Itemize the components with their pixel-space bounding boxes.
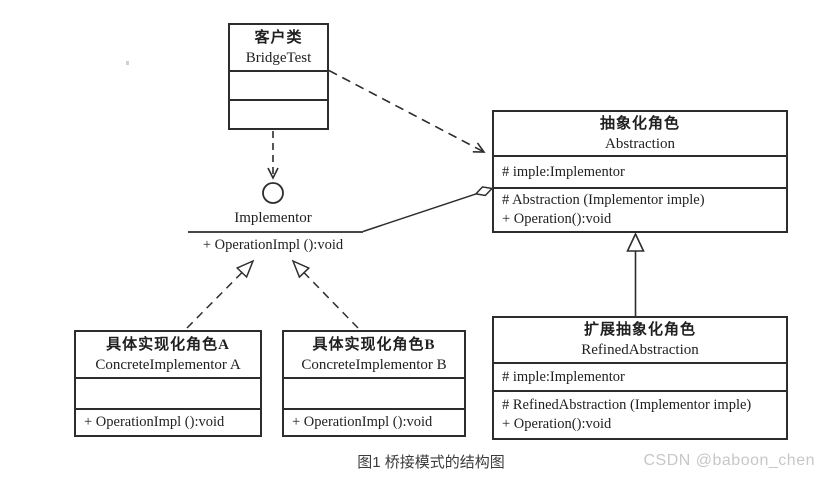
scan-speck	[126, 61, 129, 65]
class-name-cn: 扩展抽象化角色	[583, 322, 696, 338]
realization-line-implementor-a	[186, 271, 243, 329]
class-attributes-client-empty	[230, 70, 327, 99]
generalization-triangle-icon	[626, 232, 645, 252]
class-methods-abstraction: # Abstraction (Implementor imple) + Oper…	[494, 187, 786, 231]
class-attributes-concrete-implementor-a-empty	[76, 377, 260, 408]
class-attributes-concrete-implementor-b-empty	[284, 377, 464, 408]
class-name-cn: 客户类	[254, 29, 303, 46]
class-methods-concrete-implementor-b: + OperationImpl ():void	[284, 408, 464, 435]
class-name-en: BridgeTest	[245, 49, 312, 66]
method-line: + OperationImpl ():void	[84, 414, 225, 430]
method-line: + Operation():void	[502, 211, 612, 227]
realization-triangle-a-icon	[235, 259, 255, 279]
class-title-refined-abstraction: 扩展抽象化角色 RefinedAbstraction	[494, 318, 786, 362]
attribute-line: # imple:Implementor	[502, 368, 625, 385]
class-box-abstraction: 抽象化角色 Abstraction # imple:Implementor # …	[492, 110, 788, 233]
class-name-en: ConcreteImplementor B	[301, 356, 447, 373]
class-title-concrete-implementor-a: 具体实现化角色A ConcreteImplementor A	[76, 332, 260, 377]
class-name-cn: 具体实现化角色B	[312, 336, 436, 353]
class-name-cn: 抽象化角色	[599, 115, 680, 132]
method-line: + Operation():void	[502, 416, 612, 432]
class-name-en: RefinedAbstraction	[581, 342, 699, 358]
interface-name-implementor: Implementor	[234, 210, 312, 226]
method-line: # RefinedAbstraction (Implementor imple)	[502, 397, 752, 413]
attribute-line: # imple:Implementor	[502, 163, 625, 180]
class-methods-refined-abstraction: # RefinedAbstraction (Implementor imple)…	[494, 390, 786, 438]
class-name-en: Abstraction	[605, 135, 675, 152]
class-methods-concrete-implementor-a: + OperationImpl ():void	[76, 408, 260, 435]
realization-line-implementor-b	[303, 272, 359, 329]
class-box-refined-abstraction: 扩展抽象化角色 RefinedAbstraction # imple:Imple…	[492, 316, 788, 440]
interface-lollipop-circle-icon	[262, 182, 284, 204]
aggregation-line-abstraction-to-implementor	[362, 193, 477, 233]
dependency-arrow-bridgetest-to-abstraction	[328, 69, 486, 153]
class-name-en: ConcreteImplementor A	[95, 356, 241, 373]
class-title-concrete-implementor-b: 具体实现化角色B ConcreteImplementor B	[284, 332, 464, 377]
interface-method-operationimpl: + OperationImpl ():void	[202, 237, 344, 253]
class-methods-client-empty	[230, 99, 327, 128]
class-attributes-refined-abstraction: # imple:Implementor	[494, 362, 786, 390]
class-box-concrete-implementor-a: 具体实现化角色A ConcreteImplementor A + Operati…	[74, 330, 262, 437]
csdn-watermark: CSDN @baboon_chen	[643, 452, 815, 469]
aggregation-diamond-icon	[474, 186, 494, 197]
class-title-client: 客户类 BridgeTest	[230, 25, 327, 70]
figure-caption: 图1 桥接模式的结构图	[357, 454, 505, 471]
method-line: # Abstraction (Implementor imple)	[502, 192, 705, 208]
class-attributes-abstraction: # imple:Implementor	[494, 155, 786, 187]
method-line: + OperationImpl ():void	[292, 414, 433, 430]
class-box-client: 客户类 BridgeTest	[228, 23, 329, 130]
class-box-concrete-implementor-b: 具体实现化角色B ConcreteImplementor B + Operati…	[282, 330, 466, 437]
realization-triangle-b-icon	[291, 259, 311, 279]
class-name-cn: 具体实现化角色A	[106, 336, 230, 353]
class-title-abstraction: 抽象化角色 Abstraction	[494, 112, 786, 155]
